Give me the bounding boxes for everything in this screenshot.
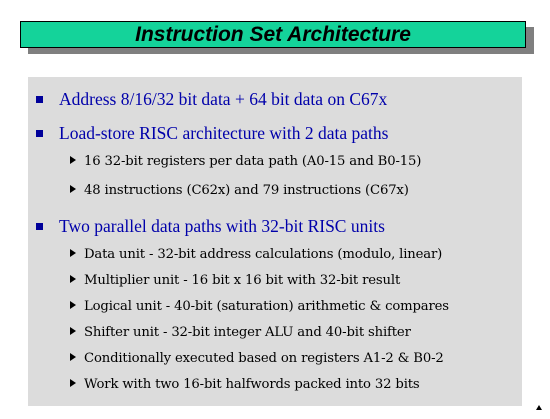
title-bar: Instruction Set Architecture: [20, 21, 526, 48]
sub-item-text: Logical unit - 40-bit (saturation) arith…: [84, 299, 449, 314]
sub-item-text: Data unit - 32-bit address calculations …: [84, 247, 443, 262]
bullet-item: Two parallel data paths with 32-bit RISC…: [36, 216, 516, 237]
sub-item: 48 instructions (C62x) and 79 instructio…: [70, 183, 409, 198]
square-bullet-icon: [36, 130, 43, 137]
triangle-bullet-icon: [70, 185, 76, 193]
square-bullet-icon: [36, 223, 43, 230]
corner-marker-icon: [536, 405, 542, 410]
bullet-item: Load-store RISC architecture with 2 data…: [36, 123, 516, 144]
triangle-bullet-icon: [70, 301, 76, 309]
sub-item-text: Work with two 16-bit halfwords packed in…: [84, 377, 420, 392]
triangle-bullet-icon: [70, 156, 76, 164]
bullet-text: Address 8/16/32 bit data + 64 bit data o…: [59, 89, 388, 109]
bullet-text: Two parallel data paths with 32-bit RISC…: [59, 216, 385, 236]
square-bullet-icon: [36, 96, 43, 103]
triangle-bullet-icon: [70, 327, 76, 335]
triangle-bullet-icon: [70, 275, 76, 283]
sub-item: Conditionally executed based on register…: [70, 351, 444, 366]
triangle-bullet-icon: [70, 379, 76, 387]
content-panel: Address 8/16/32 bit data + 64 bit data o…: [28, 77, 522, 406]
triangle-bullet-icon: [70, 249, 76, 257]
sub-item: Shifter unit - 32-bit integer ALU and 40…: [70, 325, 411, 340]
sub-item: Data unit - 32-bit address calculations …: [70, 247, 442, 262]
sub-item-text: Conditionally executed based on register…: [84, 351, 444, 366]
sub-item-text: 48 instructions (C62x) and 79 instructio…: [84, 183, 409, 198]
triangle-bullet-icon: [70, 353, 76, 361]
sub-item: Multiplier unit - 16 bit x 16 bit with 3…: [70, 273, 400, 288]
sub-item-text: Shifter unit - 32-bit integer ALU and 40…: [84, 325, 411, 340]
sub-item-text: 16 32-bit registers per data path (A0-15…: [84, 154, 422, 169]
sub-item: Logical unit - 40-bit (saturation) arith…: [70, 299, 449, 314]
bullet-text: Load-store RISC architecture with 2 data…: [59, 123, 389, 143]
sub-item: 16 32-bit registers per data path (A0-15…: [70, 154, 421, 169]
slide-title: Instruction Set Architecture: [135, 22, 411, 46]
bullet-item: Address 8/16/32 bit data + 64 bit data o…: [36, 89, 516, 110]
sub-item-text: Multiplier unit - 16 bit x 16 bit with 3…: [84, 273, 401, 288]
sub-item: Work with two 16-bit halfwords packed in…: [70, 377, 420, 392]
